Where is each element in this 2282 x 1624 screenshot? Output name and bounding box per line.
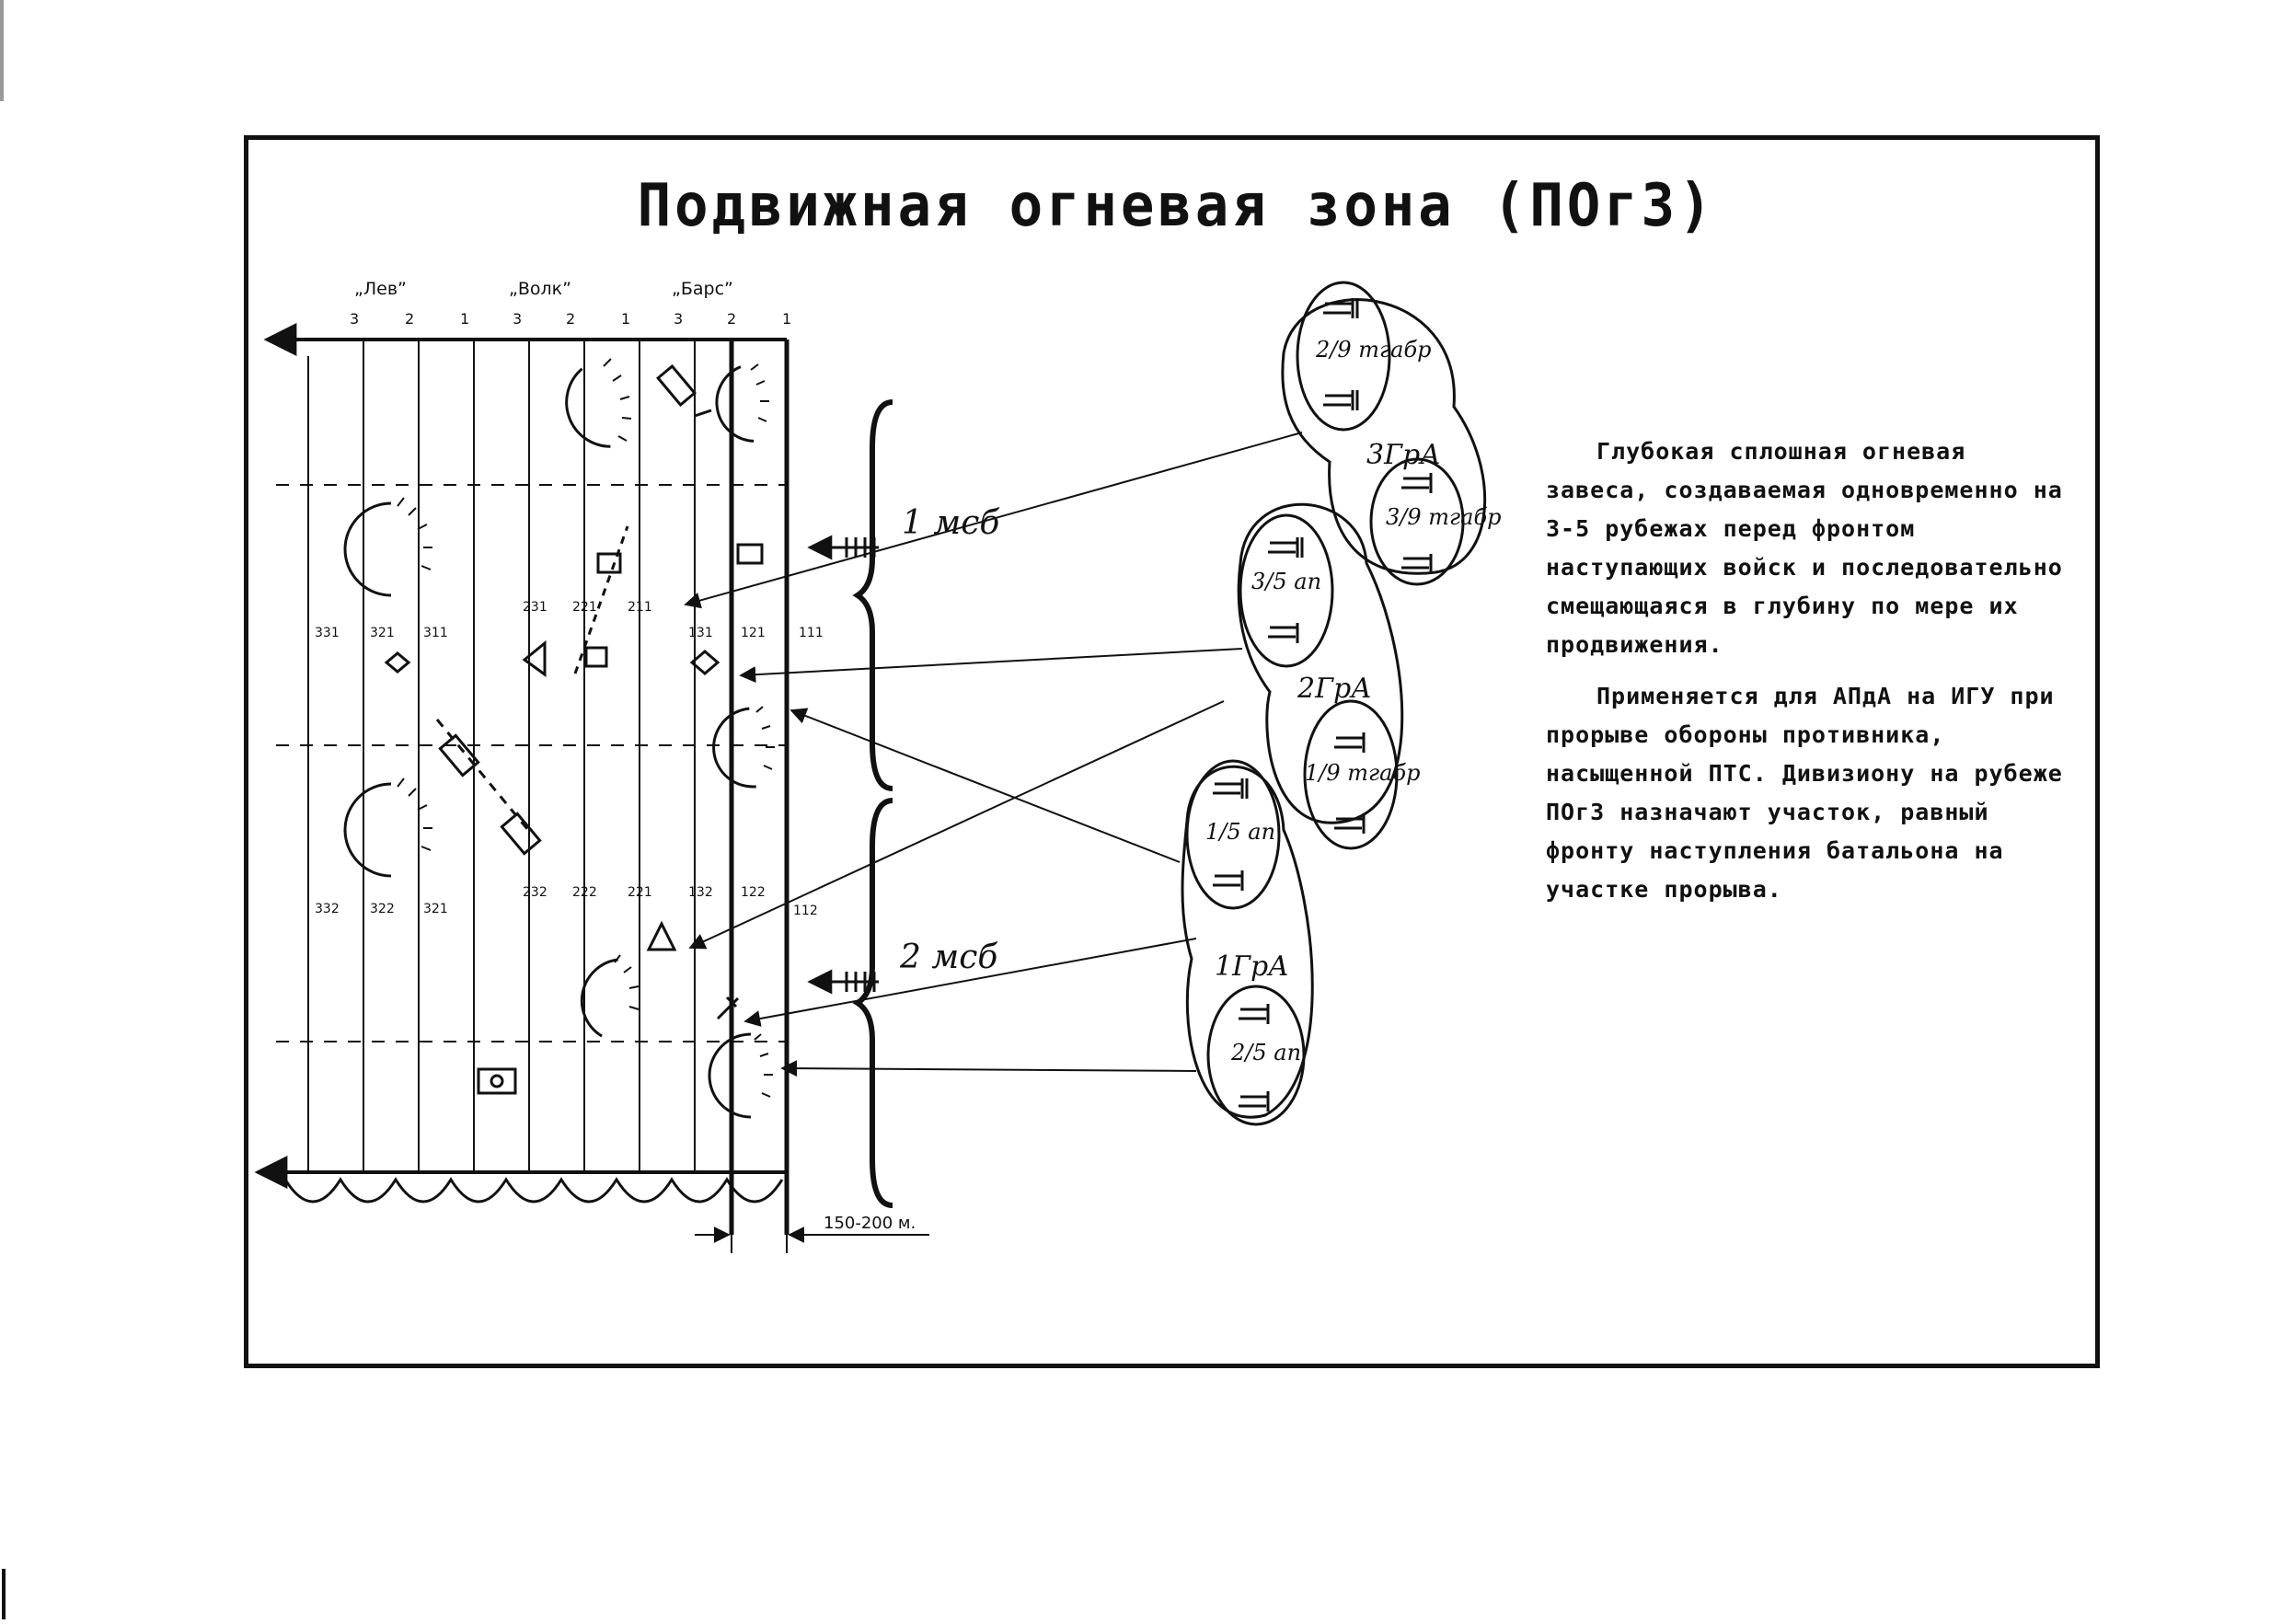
svg-text:321: 321 [370,626,395,640]
svg-text:1: 1 [782,310,791,328]
column-numbers: 3 2 1 3 2 1 3 2 1 [350,310,791,328]
description-paragraph-1: Глубокая сплошная огневая завеса, создав… [1546,438,2063,658]
advance-arrows [807,535,879,995]
fire-arrows [684,432,1303,1077]
svg-text:332: 332 [315,902,340,916]
unit-label-1-9: 1/9 тгабр [1305,760,1420,786]
unit-label-1-5: 1/5 ап [1205,819,1275,845]
page-title: Подвижная огневая зона (ПОгЗ) [637,172,1716,240]
svg-text:222: 222 [572,885,597,900]
scan-edge [0,0,4,101]
svg-text:211: 211 [628,600,652,615]
bracket-label-2msb: 2 мсб [899,939,998,976]
artillery-group-3 [1281,281,1487,586]
svg-text:311: 311 [423,626,448,640]
artillery-group-2 [1237,502,1404,850]
unit-label-3-9: 3/9 тгабр [1386,504,1501,530]
line-labels-upper: 331 321 311 231 221 211 131 121 111 [315,600,824,640]
svg-text:331: 331 [315,626,340,640]
svg-text:121: 121 [741,626,766,640]
boundary-lines [276,484,787,1042]
unit-label-3-5: 3/5 ап [1251,569,1321,594]
battalion-label-lev: „Лев” [354,279,407,299]
artillery-group-1 [1181,759,1314,1126]
svg-text:322: 322 [370,902,395,916]
svg-text:1: 1 [460,310,469,328]
svg-text:112: 112 [793,904,818,918]
fire-lines [307,340,696,1172]
battalion-brackets [852,399,893,1208]
svg-text:111: 111 [799,626,824,640]
position-teeth [397,358,775,1098]
scan-mark [2,1569,6,1619]
svg-text:2: 2 [566,310,575,328]
fire-zone-frame [254,323,789,1235]
description-paragraph-2: Применяется для АПдА на ИГУ при прорыве … [1546,683,2063,903]
distance-label: 150-200 м. [824,1214,916,1233]
battalion-label-volk: „Волк” [509,279,571,299]
svg-text:3: 3 [350,310,359,328]
group-label-1: 1ГрА [1215,950,1289,983]
svg-text:321: 321 [423,902,448,916]
small-symbols [384,543,764,1095]
description-text: Глубокая сплошная огневая завеса, создав… [1546,432,2080,922]
svg-text:2: 2 [727,310,736,328]
group-label-2: 2ГрА [1297,673,1372,705]
bracket-label-1msb: 1 мсб [902,504,1000,542]
svg-text:231: 231 [523,600,547,615]
svg-text:232: 232 [523,885,547,900]
fire-zone-diagram: „Лев” „Волк” „Барс” 3 2 1 3 2 1 3 2 1 33… [254,279,1501,1253]
svg-text:221: 221 [572,600,597,615]
diagonal-symbols [435,363,740,1020]
unit-label-2-5: 2/5 ап [1230,1040,1301,1065]
svg-text:2: 2 [405,310,414,328]
group-label-3: 3ГрА [1366,439,1441,471]
svg-text:131: 131 [688,626,713,640]
svg-text:1: 1 [621,310,630,328]
svg-text:221: 221 [628,885,652,900]
line-labels-lower: 332 322 321 232 222 221 132 122 112 [315,885,818,918]
unit-label-2-9: 2/9 тгабр [1315,337,1431,363]
svg-text:132: 132 [688,885,713,900]
position-arcs [343,365,756,1119]
battalion-label-bars: „Барс” [672,279,733,299]
distance-measure [695,1198,929,1253]
svg-text:122: 122 [741,885,766,900]
zone-edge-scallops [283,1177,784,1204]
svg-text:3: 3 [674,310,683,328]
svg-text:3: 3 [513,310,522,328]
diagram-sheet: Подвижная огневая зона (ПОгЗ) [244,135,2100,1368]
